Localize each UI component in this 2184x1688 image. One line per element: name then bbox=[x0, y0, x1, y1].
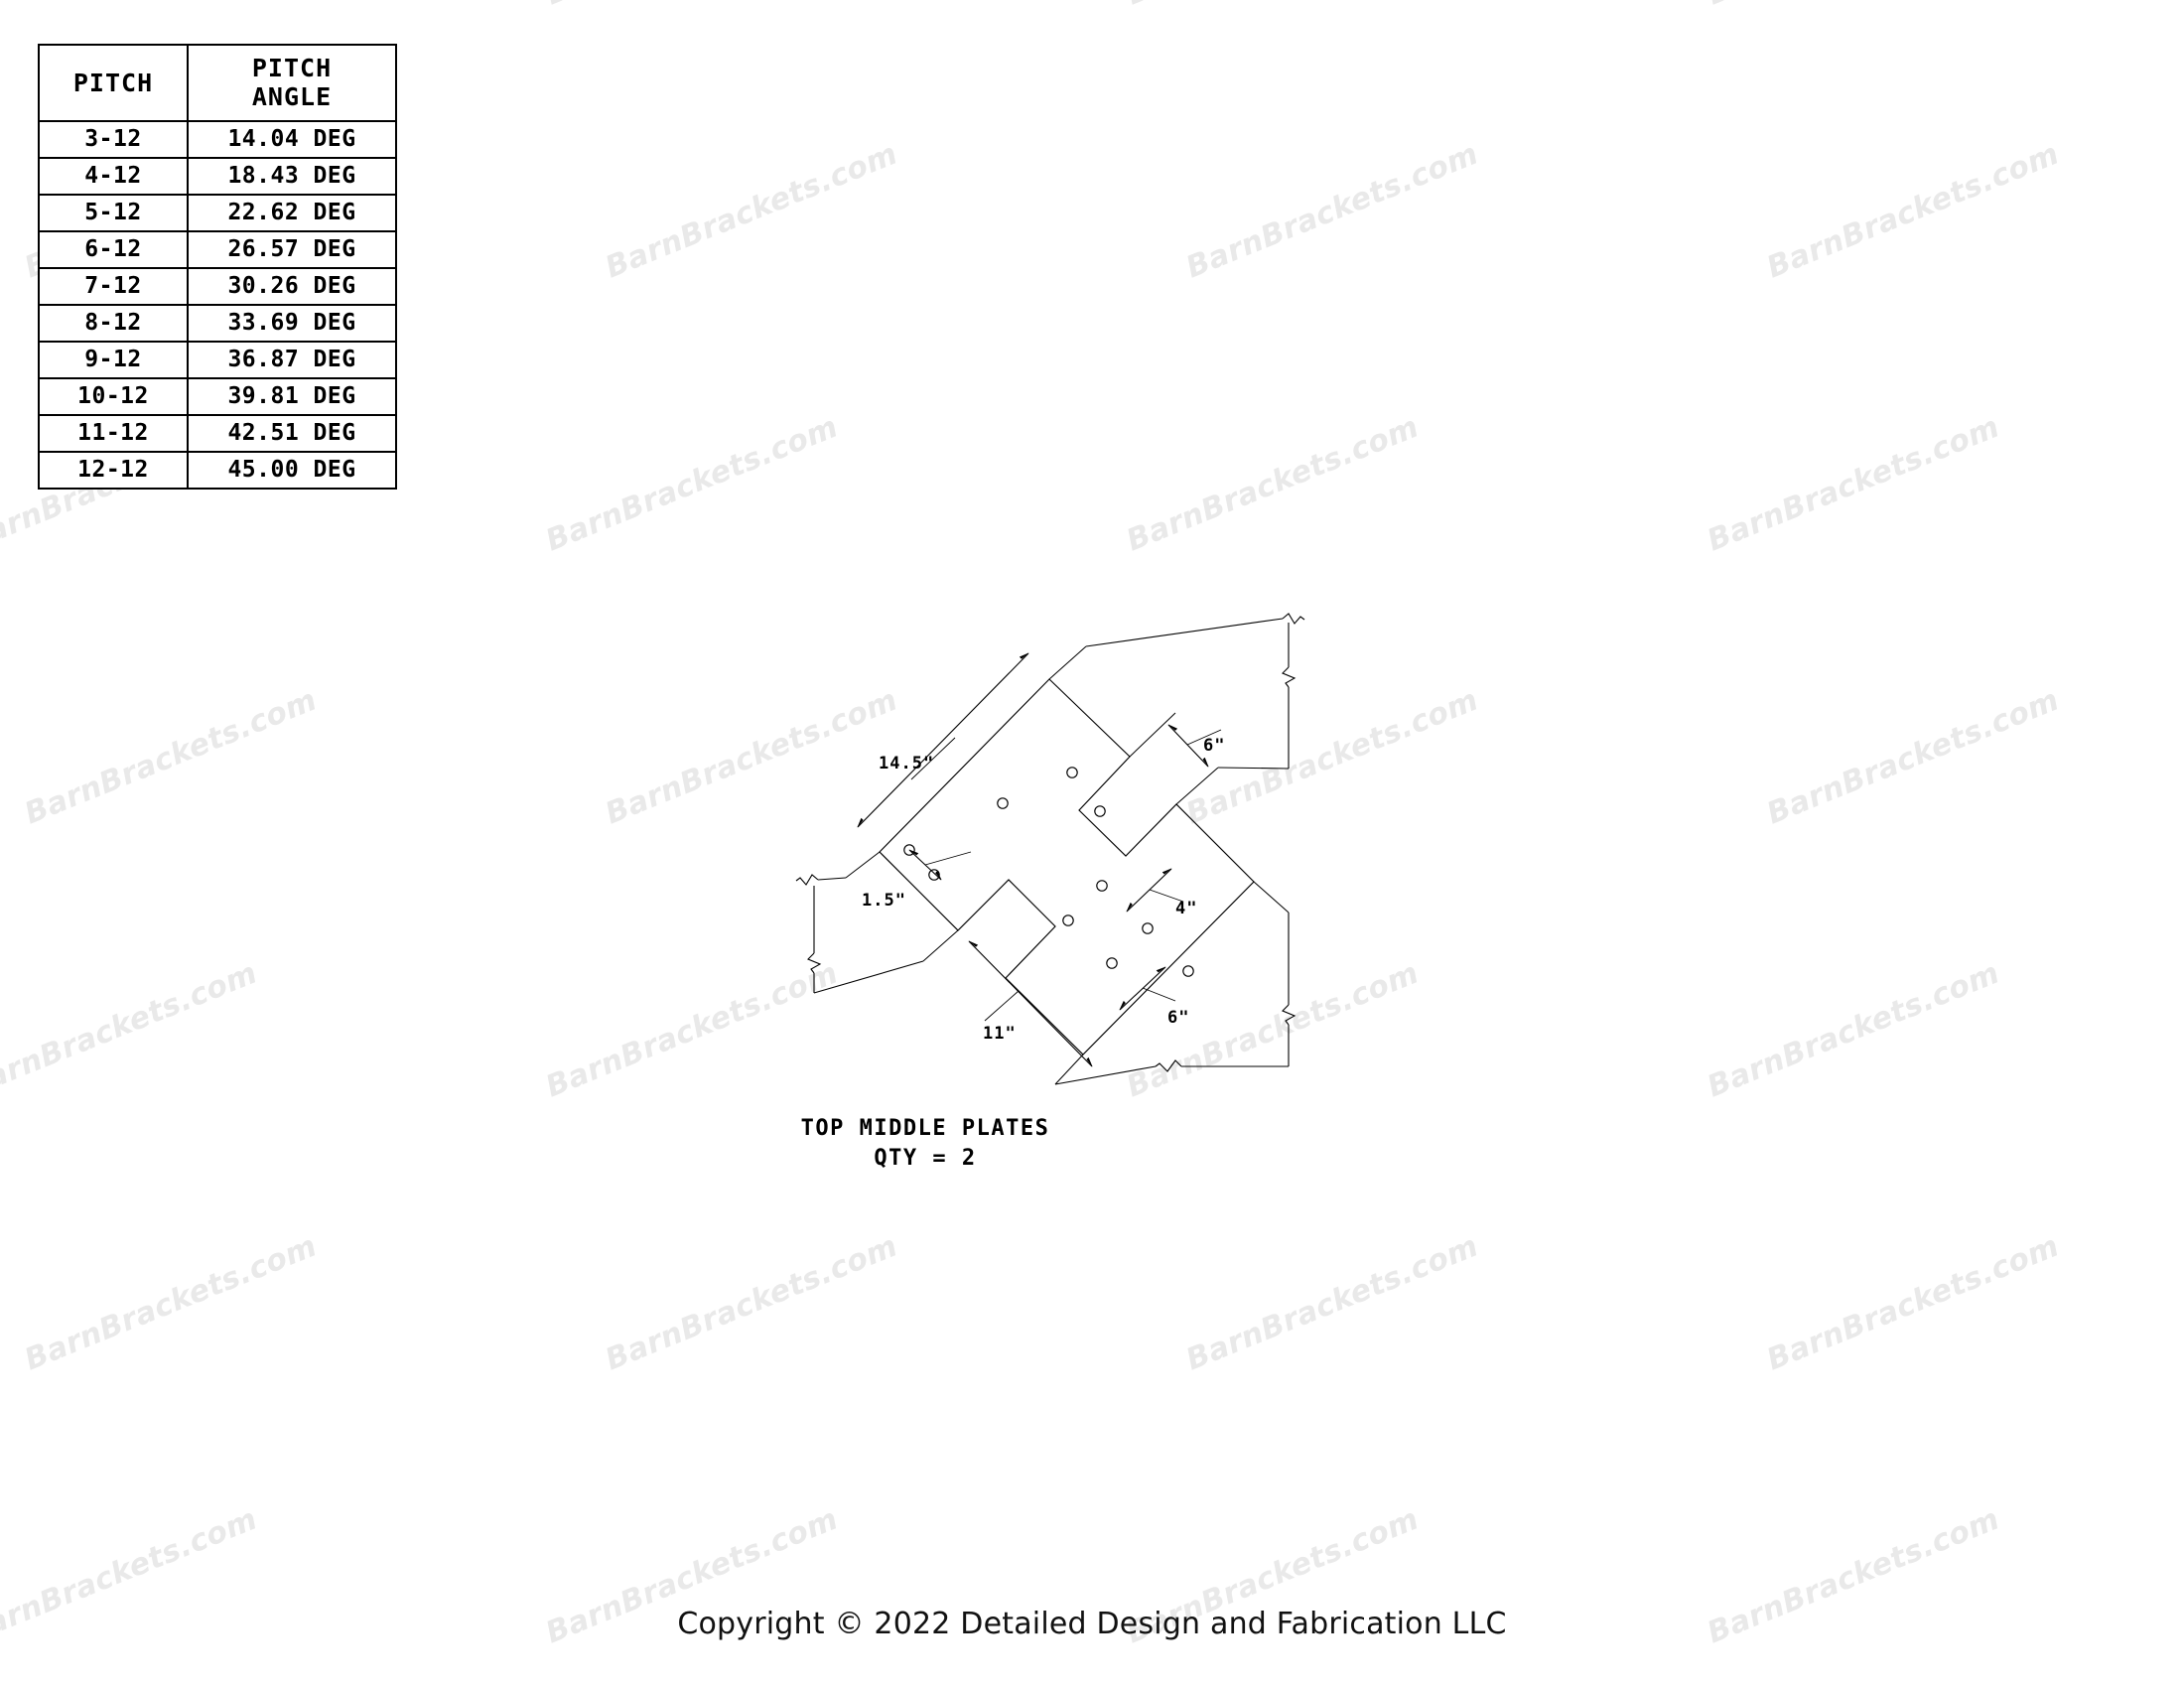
watermark-text: BarnBrackets.com bbox=[1703, 0, 2004, 12]
fastener-hole bbox=[928, 869, 940, 881]
column-header-pitch: PITCH bbox=[38, 44, 189, 122]
cell-pitch-angle: 26.57 DEG bbox=[187, 230, 397, 269]
watermark-text: BarnBrackets.com bbox=[1181, 136, 1484, 286]
dimension-right-arm: 6" bbox=[1119, 966, 1189, 1028]
fastener-hole bbox=[1182, 965, 1194, 977]
cell-pitch-angle: 42.51 DEG bbox=[187, 414, 397, 453]
bracket-drawing: 14.5" 6" 1.5" 4" 11" bbox=[774, 576, 1370, 1152]
dimension-stem-width: 4" bbox=[1126, 868, 1197, 918]
extension-lines-group bbox=[845, 645, 1290, 1085]
dimension-edge-offset: 1.5" bbox=[862, 849, 972, 911]
cell-pitch-angle: 22.62 DEG bbox=[187, 194, 397, 232]
watermark-text: BarnBrackets.com bbox=[1762, 682, 2065, 832]
dimension-overall-width: 14.5" bbox=[857, 652, 1029, 828]
table-header-row: PITCH PITCH ANGLE bbox=[38, 44, 397, 122]
dimension-label-bottom-6: 6" bbox=[1167, 1008, 1189, 1028]
dimension-label-1-5: 1.5" bbox=[862, 891, 906, 911]
cell-pitch-angle: 39.81 DEG bbox=[187, 377, 397, 416]
cell-pitch: 7-12 bbox=[38, 267, 189, 306]
watermark-text: BarnBrackets.com bbox=[0, 0, 262, 12]
fastener-holes-group bbox=[903, 767, 1194, 977]
watermark-text: BarnBrackets.com bbox=[1762, 1228, 2065, 1378]
fastener-hole bbox=[1142, 922, 1154, 934]
cell-pitch-angle: 36.87 DEG bbox=[187, 341, 397, 379]
fastener-hole bbox=[1094, 805, 1106, 817]
watermark-text: BarnBrackets.com bbox=[1122, 0, 1424, 12]
cell-pitch-angle: 33.69 DEG bbox=[187, 304, 397, 343]
watermark-text: BarnBrackets.com bbox=[1762, 136, 2065, 286]
copyright-notice: Copyright © 2022 Detailed Design and Fab… bbox=[677, 1607, 1507, 1641]
fastener-hole bbox=[1062, 914, 1074, 926]
fastener-hole bbox=[1066, 767, 1078, 778]
dimension-top-arm: 6" bbox=[1167, 724, 1225, 768]
pitch-table-head: PITCH PITCH ANGLE bbox=[38, 44, 397, 122]
dimension-label-4: 4" bbox=[1175, 899, 1197, 918]
cell-pitch-angle: 45.00 DEG bbox=[187, 451, 397, 490]
cell-pitch: 12-12 bbox=[38, 451, 189, 490]
fastener-hole bbox=[1096, 880, 1108, 892]
watermark-text: BarnBrackets.com bbox=[601, 136, 903, 286]
watermark-text: BarnBrackets.com bbox=[541, 409, 844, 559]
watermark-text: BarnBrackets.com bbox=[1703, 955, 2005, 1105]
watermark-text: BarnBrackets.com bbox=[20, 1228, 323, 1378]
dimension-label-top-6: 6" bbox=[1203, 736, 1225, 756]
dimension-label-11: 11" bbox=[983, 1024, 1017, 1044]
cell-pitch-angle: 14.04 DEG bbox=[187, 120, 397, 159]
fastener-hole bbox=[997, 797, 1009, 809]
fastener-hole bbox=[1106, 957, 1118, 969]
cell-pitch-angle: 18.43 DEG bbox=[187, 157, 397, 196]
cell-pitch: 4-12 bbox=[38, 157, 189, 196]
watermark-text: BarnBrackets.com bbox=[20, 682, 323, 832]
cell-pitch: 5-12 bbox=[38, 194, 189, 232]
dimension-stem-length: 11" bbox=[968, 940, 1093, 1067]
watermark-text: BarnBrackets.com bbox=[0, 955, 263, 1105]
watermark-text: BarnBrackets.com bbox=[1703, 409, 2005, 559]
cell-pitch-angle: 30.26 DEG bbox=[187, 267, 397, 306]
cell-pitch: 6-12 bbox=[38, 230, 189, 269]
cell-pitch: 10-12 bbox=[38, 377, 189, 416]
cell-pitch: 9-12 bbox=[38, 341, 189, 379]
plate-outline bbox=[879, 678, 1255, 1055]
cell-pitch: 8-12 bbox=[38, 304, 189, 343]
column-header-pitch-angle: PITCH ANGLE bbox=[187, 44, 397, 122]
cell-pitch: 3-12 bbox=[38, 120, 189, 159]
watermark-text: BarnBrackets.com bbox=[1122, 409, 1425, 559]
watermark-text: BarnBrackets.com bbox=[601, 1228, 903, 1378]
watermark-text: BarnBrackets.com bbox=[541, 0, 843, 12]
dimension-label-14-5: 14.5" bbox=[879, 754, 934, 774]
cell-pitch: 11-12 bbox=[38, 414, 189, 453]
break-lines-group bbox=[795, 613, 1305, 1085]
plate-outline-group bbox=[879, 678, 1255, 1055]
watermark-text: BarnBrackets.com bbox=[1181, 1228, 1484, 1378]
bracket-drawing-svg: 14.5" 6" 1.5" 4" 11" bbox=[795, 613, 1305, 1085]
